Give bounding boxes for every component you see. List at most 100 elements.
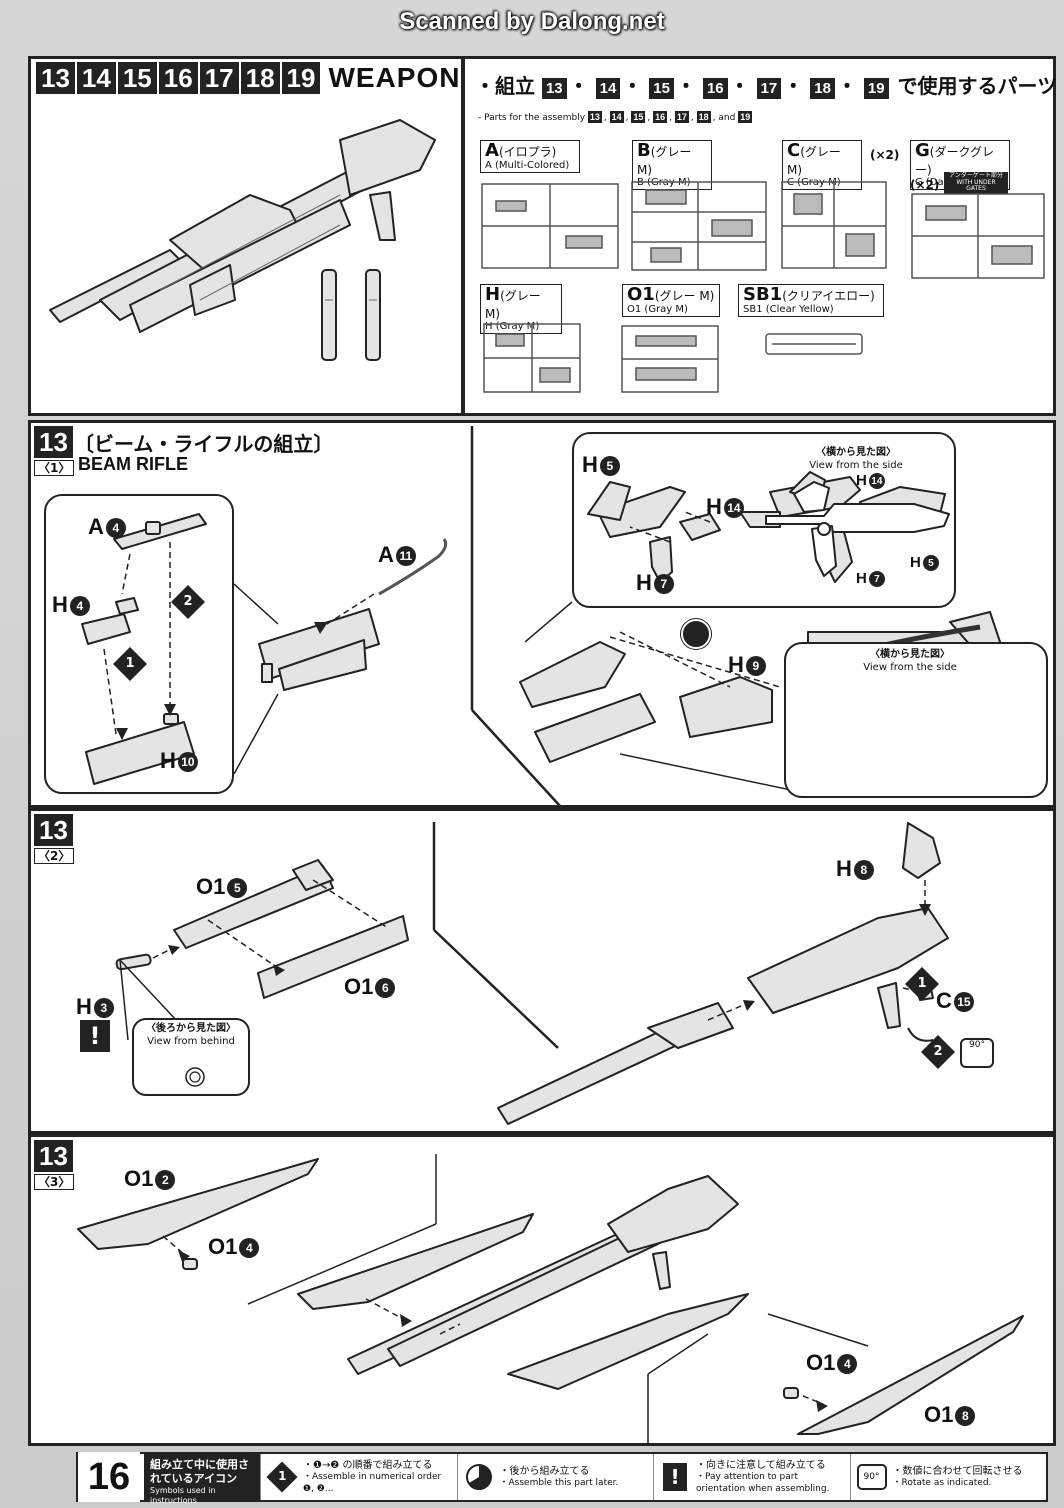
parts-heading: ・組立 13・ 14・ 15・ 16・ 17・ 18・ 19 で使用するパーツ [475,74,1058,99]
assemble-later-icon [464,1462,494,1492]
legend-jp: ・❶→❷ の順番で組み立てる [303,1459,433,1471]
behind-view-en: View from behind [147,1036,235,1047]
part-number: 6 [375,978,396,999]
runner-label-sb1: SB1(クリアイエロー) SB1 (Clear Yellow) [738,284,884,318]
runner-drawings [481,181,1045,393]
step-badge: 18 [810,78,835,99]
order-2-label: 2 [183,594,193,609]
page-number: 16 [78,1452,140,1502]
legend-en: ・Pay attention to part orientation when … [696,1471,830,1494]
step-sub-number: 〈2〉 [34,848,75,864]
runner-jp: (イロプラ) [498,145,557,159]
parts-heading-suffix: で使用するパーツ [897,74,1058,98]
step13-3-badge: 13 〈3〉 [34,1140,75,1190]
runner-letter: SB1 [743,284,783,305]
rotate-label: 90° [969,1040,985,1050]
part-number: 9 [745,656,766,677]
order-1-label: 1 [917,976,927,991]
side-view-schematic-top [765,481,950,577]
step-badge: 18 [240,62,280,94]
warning-icon: ! [660,1462,690,1492]
step-badge: 13 [36,62,75,94]
side-view-note-2: 〈横から見た図〉 View from the side [860,648,960,674]
step13-1-title-jp: 〔ビーム・ライフルの組立〕 [74,432,334,456]
runner-jp: (ダークグレー) [915,145,994,177]
step-badge: 18 [696,111,711,123]
parts-sub-and: , and [712,113,736,123]
order-2-icon: 2 [171,585,205,619]
part-number: 8 [955,1406,976,1427]
part-number: 7 [653,574,674,595]
order-diamond-icon: 1 [266,1461,298,1493]
behind-view-ring [185,1067,205,1087]
part-number: 5 [227,878,248,899]
step-badge: 19 [281,62,321,94]
runner-jp: (グレー M) [787,145,841,177]
runner-letter: H [485,284,501,305]
behind-view-note: 〈後ろから見た図〉 View from behind [134,1022,248,1048]
legend-heading-en: Symbols used in instructions [150,1485,216,1505]
scan-watermark: Scanned by Dalong.net [399,8,665,35]
legend-item-later: ・後から組み立てる・Assemble this part later. [456,1454,654,1500]
part-letter: H [706,494,722,519]
step-badge: 16 [158,62,198,94]
side-view-note-1: 〈横から見た図〉 View from the side [806,446,906,472]
step-badge: 15 [649,78,674,99]
part-letter: O1 [806,1350,836,1375]
step-badge: 15 [631,111,646,123]
legend-heading: 組み立て中に使用されているアイコン Symbols used in instru… [144,1454,260,1505]
runner-letter: O1 [627,284,655,305]
step-sub-number: 〈3〉 [34,1174,75,1190]
legend-item-rotate: 90° ・数値に合わせて回転させる・Rotate as indicated. [849,1454,1047,1500]
step13-1-title-en: BEAM RIFLE [78,454,188,474]
step-number: 13 [34,814,73,846]
step-badge: 17 [199,62,239,94]
step-badge: 14 [609,111,624,123]
part-letter: H [836,856,852,881]
runner-jp: (グレー M) [485,289,541,321]
part-letter: O1 [344,974,374,999]
legend-item-order: 1 ・❶→❷ の順番で組み立てる・Assemble in numerical o… [260,1454,457,1500]
step13-1-side-bubble [784,642,1048,798]
step-badge: 19 [863,78,889,99]
legend-jp: ・向きに注意して組み立てる [696,1459,826,1471]
qty-c: (×2) [870,148,900,162]
step-badge: 16 [702,78,728,99]
order-1-icon: 1 [113,647,147,681]
legend-jp: ・数値に合わせて回転させる [892,1465,1023,1477]
legend-en: ・Assemble in numerical order ❶, ❷... [303,1471,442,1494]
side-view-en: View from the side [863,662,957,673]
legend-item-orientation: ! ・向きに注意して組み立てる・Pay attention to part or… [653,1454,850,1500]
side-view-jp: 〈横から見た図〉 [816,447,896,458]
runner-jp: (グレー M) [637,145,692,177]
runner-letter: B [637,140,651,161]
part-letter: H [910,554,921,571]
part-letter: O1 [196,874,226,899]
order-icon-label: 1 [277,1469,287,1484]
part-letter: H [582,452,598,477]
step-badge: 14 [76,62,116,94]
runner-label-o1: O1(グレー M) O1 (Gray M) [622,284,720,318]
part-letter: H [52,592,68,617]
part-number: 11 [395,546,416,567]
part-number: 3 [93,998,114,1019]
runner-en: SB1 (Clear Yellow) [743,303,834,315]
part-number: 15 [953,992,974,1013]
under-gate-jp: アンダーゲート部分 [949,172,1003,179]
part-number: 4 [239,1238,260,1259]
part-number: 5 [922,555,939,572]
step13-2-drawing [115,822,949,1125]
part-letter: H [856,472,867,489]
weapons-title: 13 14 15 16 17 18 19 WEAPONS [36,62,480,94]
part-letter: H [856,570,867,587]
